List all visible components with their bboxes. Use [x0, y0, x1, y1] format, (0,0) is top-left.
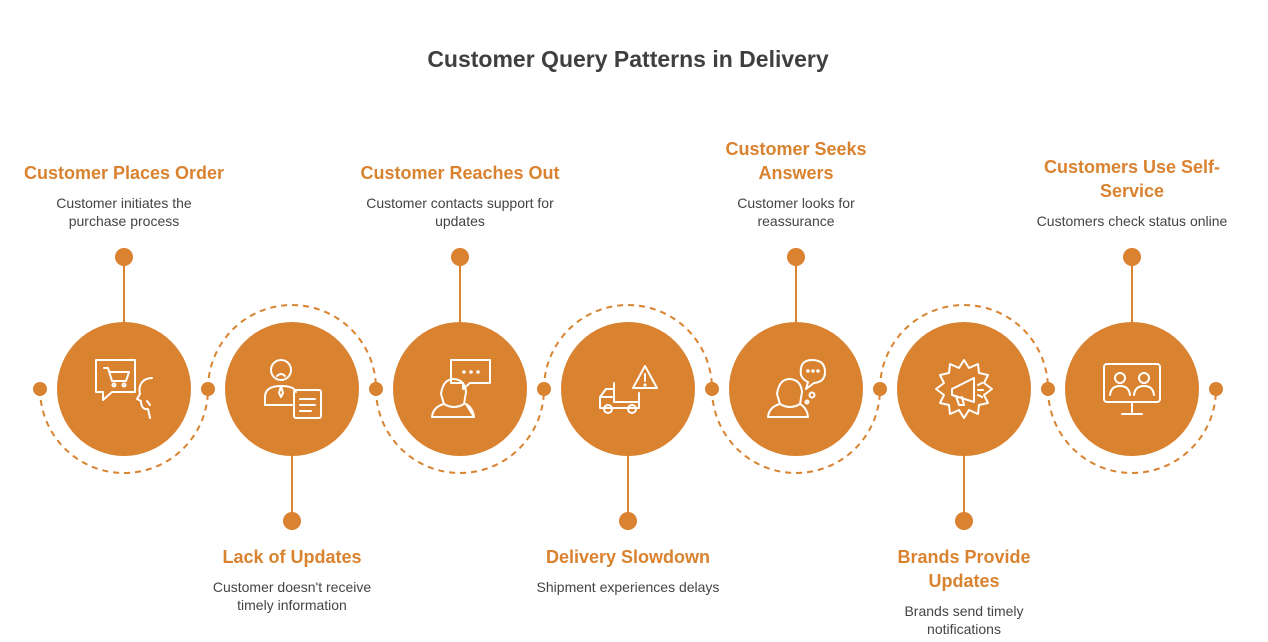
step-1-label: Customer Places Order Customer initiates…	[4, 161, 244, 230]
stem-dot	[619, 512, 637, 530]
step-description: Customer initiates the purchase process	[56, 195, 192, 229]
step-4-label: Delivery Slowdown Shipment experiences d…	[508, 545, 748, 596]
step-2-label: Lack of Updates Customer doesn't receive…	[172, 545, 412, 614]
connector-dot	[33, 382, 47, 396]
step-circle	[393, 322, 527, 456]
connector-dot	[705, 382, 719, 396]
connector-dot	[537, 382, 551, 396]
step-heading: Delivery Slowdown	[545, 547, 711, 567]
connector-dot	[369, 382, 383, 396]
step-circle	[1065, 322, 1199, 456]
step-description: Customer doesn't receive timely informat…	[212, 579, 372, 613]
step-5-label: Customer Seeks Answers Customer looks fo…	[676, 137, 916, 230]
megaphone-gear-icon	[935, 359, 993, 419]
stem-dot	[1123, 248, 1141, 266]
step-heading: Customer Seeks Answers	[725, 139, 867, 183]
connector-arc	[207, 304, 377, 390]
shopping-cart-speech-icon	[95, 359, 153, 419]
connector-dot	[873, 382, 887, 396]
connector-arc	[39, 388, 209, 474]
connector-dot	[1041, 382, 1055, 396]
step-circle	[561, 322, 695, 456]
person-chat-icon	[431, 359, 491, 418]
step-description: Customer looks for reassurance	[737, 195, 855, 229]
step-7-label: Customers Use Self-Service Customers che…	[1012, 155, 1252, 230]
step-6-label: Brands Provide Updates Brands send timel…	[844, 545, 1084, 638]
step-description: Customer contacts support for updates	[366, 195, 554, 229]
step-description: Brands send timely notifications	[904, 603, 1024, 637]
stem-dot	[787, 248, 805, 266]
diagram-title: Customer Query Patterns in Delivery	[427, 46, 829, 72]
stem-dot	[451, 248, 469, 266]
step-heading: Lack of Updates	[222, 547, 362, 567]
truck-warning-icon	[599, 365, 658, 414]
person-document-icon	[264, 359, 322, 419]
step-circle	[729, 322, 863, 456]
step-3-label: Customer Reaches Out Customer contacts s…	[340, 161, 580, 230]
step-description: Shipment experiences delays	[536, 579, 720, 595]
step-description: Customers check status online	[1036, 213, 1228, 229]
connector-dot	[1209, 382, 1223, 396]
monitor-users-icon	[1103, 363, 1161, 415]
step-heading: Customers Use Self-Service	[1043, 157, 1221, 201]
connector-arc	[711, 388, 881, 474]
step-circle	[57, 322, 191, 456]
person-thinking-icon	[767, 359, 826, 418]
stem-dot	[955, 512, 973, 530]
stem-dot	[115, 248, 133, 266]
step-heading: Customer Places Order	[23, 163, 225, 183]
stem-dot	[283, 512, 301, 530]
connector-dot	[201, 382, 215, 396]
connector-arc	[543, 304, 713, 390]
connector-arc	[879, 304, 1049, 390]
connector-arc	[1047, 388, 1217, 474]
step-heading: Customer Reaches Out	[360, 163, 560, 183]
step-circle	[225, 322, 359, 456]
connector-arc	[375, 388, 545, 474]
step-heading: Brands Provide Updates	[897, 547, 1031, 591]
step-circle	[897, 322, 1031, 456]
